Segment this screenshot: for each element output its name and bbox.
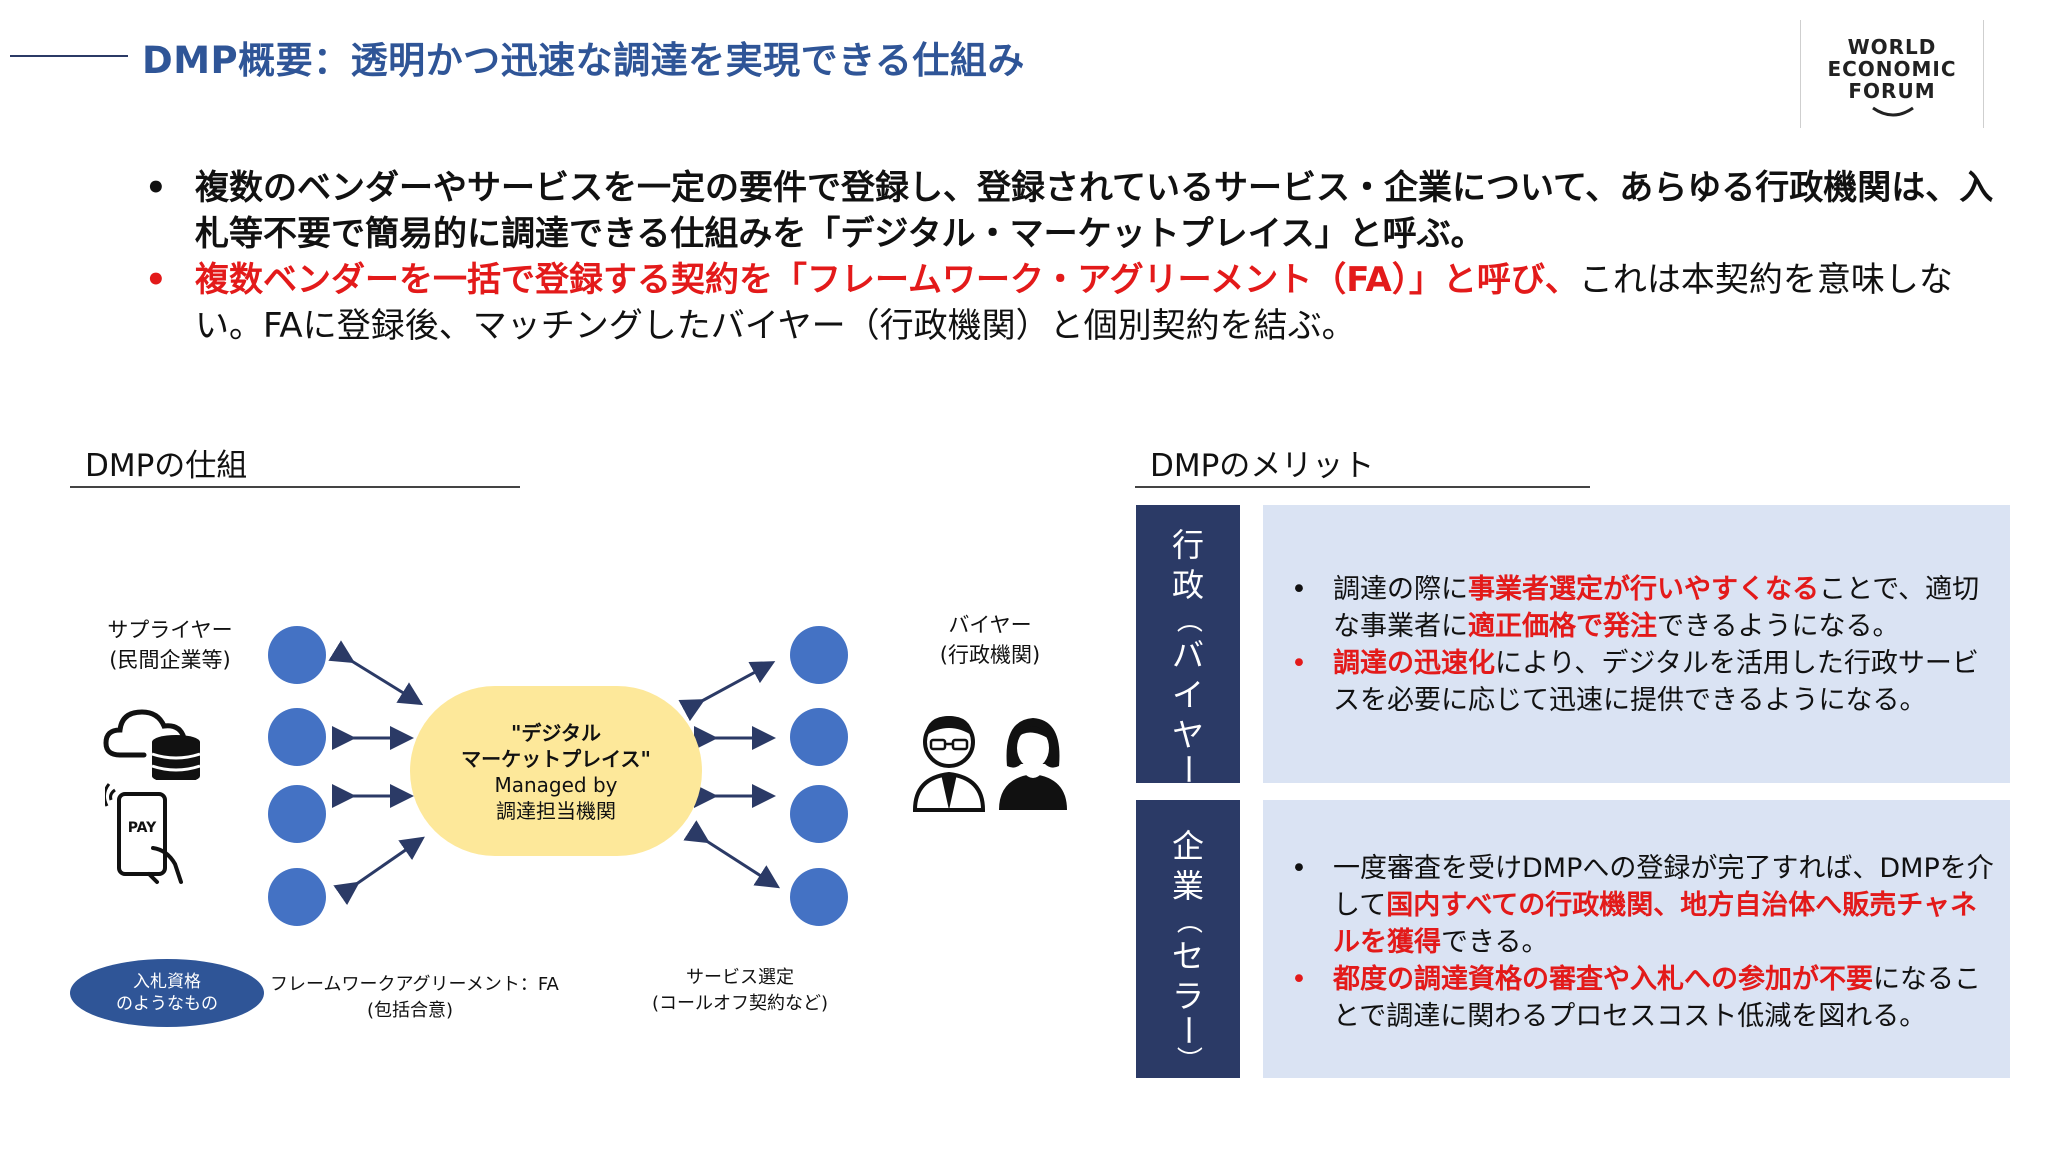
corp-seller-tab: 企 業 （ セ ラ ー ） xyxy=(1136,800,1240,1078)
merits-heading: DMPのメリット xyxy=(1150,448,1375,484)
arrow-buyer-4 xyxy=(683,820,781,889)
arrow-supplier-1 xyxy=(328,640,424,706)
center-label-3: Managed by xyxy=(494,773,618,797)
buyer-people-icon xyxy=(912,716,1067,812)
title-rule xyxy=(10,55,128,57)
intro-bullets: • 複数のベンダーやサービスを一定の要件で登録し、登録されているサービス・企業に… xyxy=(145,165,2005,349)
supplier-node xyxy=(268,626,326,684)
supplier-node xyxy=(268,708,326,766)
corp-merit-item-2: • 都度の調達資格の審査や入札への参加が不要になることで調達に関わるプロセスコス… xyxy=(1291,964,1981,1032)
center-label-1: "デジタル xyxy=(510,721,602,745)
cloud-database-icon xyxy=(103,709,201,780)
digital-marketplace-oval: "デジタル マーケットプレイス" Managed by 調達担当機関 xyxy=(410,686,702,856)
gov-merit-list: • 調達の際に事業者選定が行いやすくなることで、適切な事業者に適正価格で発注でき… xyxy=(1283,571,2000,719)
supplier-node xyxy=(268,785,326,843)
logo-wordmark: WORLD ECONOMIC FORUM xyxy=(1827,35,1957,103)
bid-qualification-ellipse: 入札資格 のようなもの xyxy=(70,959,264,1027)
center-label-4: 調達担当機関 xyxy=(496,799,616,823)
flow-arrows xyxy=(328,640,781,906)
gov-merit-item-2: • 調達の迅速化により、デジタルを活用した行政サービスを必要に応じて迅速に提供で… xyxy=(1291,648,1979,716)
supplier-node xyxy=(268,868,326,926)
logo-arc-icon xyxy=(1872,106,1914,117)
corp-merit-item-1: • 一度審査を受けDMPへの登録が完了すれば、DMPを介して国内すべての行政機関… xyxy=(1291,853,1994,958)
mechanism-heading-rule xyxy=(70,486,520,488)
arrow-buyer-1 xyxy=(678,661,776,722)
intro-text-1: 複数のベンダーやサービスを一定の要件で登録し、登録されているサービス・企業につい… xyxy=(195,168,1994,254)
arrow-supplier-4 xyxy=(333,836,425,906)
corp-seller-tab-text: 企 業 （ セ ラ ー ） xyxy=(1169,827,1207,1072)
gov-buyer-tab-text: 行 政 （ バ イ ヤ ー ） xyxy=(1169,526,1207,811)
woman-icon xyxy=(999,718,1067,810)
page-title: DMP概要：透明かつ迅速な調達を実現できる仕組み xyxy=(142,39,1025,82)
bullet-dot-red: • xyxy=(145,260,167,300)
center-label-2: マーケットプレイス" xyxy=(461,747,651,771)
buyer-node xyxy=(790,868,848,926)
intro-text-2: これは本契約を意味しない。FAに登録後、マッチングしたバイヤー（行政機関）と個別… xyxy=(195,260,1953,346)
mobile-pay-icon: PAY xyxy=(105,783,183,884)
mechanism-heading: DMPの仕組 xyxy=(85,448,248,484)
buyer-label: バイヤー (行政機関) xyxy=(939,613,1041,667)
intro-text-2-highlight: 複数ベンダーを一括で登録する契約を「フレームワーク・アグリーメント（FA）」と呼… xyxy=(195,260,1579,300)
man-icon xyxy=(912,716,986,812)
supplier-label: サプライヤー (民間企業等) xyxy=(107,618,233,672)
service-selection-label: サービス選定 (コールオフ契約など) xyxy=(651,967,829,1014)
buyer-node xyxy=(790,785,848,843)
intro-bullet-1: • 複数のベンダーやサービスを一定の要件で登録し、登録されているサービス・企業に… xyxy=(145,165,2005,257)
gov-merit-item-1: • 調達の際に事業者選定が行いやすくなることで、適切な事業者に適正価格で発注でき… xyxy=(1291,574,1980,642)
gov-buyer-tab: 行 政 （ バ イ ヤ ー ） xyxy=(1136,505,1240,811)
intro-bullet-2: • 複数ベンダーを一括で登録する契約を「フレームワーク・アグリーメント（FA）」… xyxy=(145,257,2005,349)
corp-merit-list: • 一度審査を受けDMPへの登録が完了すれば、DMPを介して国内すべての行政機関… xyxy=(1283,850,2000,1035)
pay-text: PAY xyxy=(128,820,157,836)
merits-heading-rule xyxy=(1135,486,1590,488)
gov-merit-panel: • 調達の際に事業者選定が行いやすくなることで、適切な事業者に適正価格で発注でき… xyxy=(1263,505,2010,783)
buyer-node xyxy=(790,626,848,684)
buyer-node xyxy=(790,708,848,766)
wef-logo: WORLD ECONOMIC FORUM xyxy=(1800,20,1984,128)
framework-agreement-label: フレームワークアグリーメント：FA (包括合意) xyxy=(270,974,559,1021)
bullet-dot: • xyxy=(145,168,167,208)
corp-merit-panel: • 一度審査を受けDMPへの登録が完了すれば、DMPを介して国内すべての行政機関… xyxy=(1263,800,2010,1078)
